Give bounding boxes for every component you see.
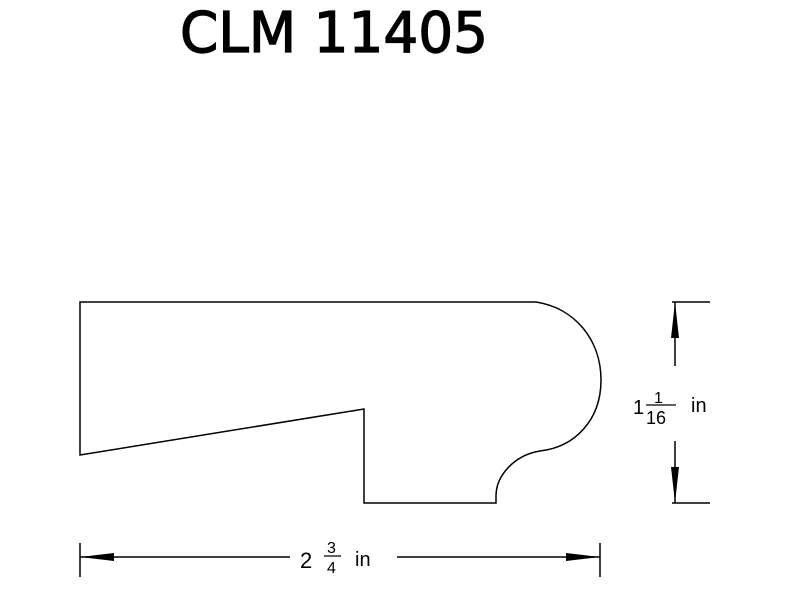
drawing-title: CLM 11405 — [180, 1, 488, 66]
width-dimension: 2 3 4 in — [79, 540, 601, 577]
arrow-up-icon — [671, 302, 679, 338]
arrow-left-icon — [80, 553, 114, 561]
height-unit: in — [691, 395, 707, 417]
height-numerator: 1 — [654, 390, 663, 407]
width-denominator: 4 — [327, 560, 336, 577]
width-numerator: 3 — [327, 540, 336, 557]
width-unit: in — [355, 549, 371, 571]
width-whole: 2 — [300, 548, 312, 573]
height-denominator: 16 — [646, 408, 666, 428]
arrow-down-icon — [671, 467, 679, 503]
height-whole: 1 — [633, 397, 644, 419]
molding-profile — [79, 301, 602, 504]
height-dimension: 1 1 16 in — [633, 301, 710, 504]
arrow-right-icon — [566, 553, 600, 561]
